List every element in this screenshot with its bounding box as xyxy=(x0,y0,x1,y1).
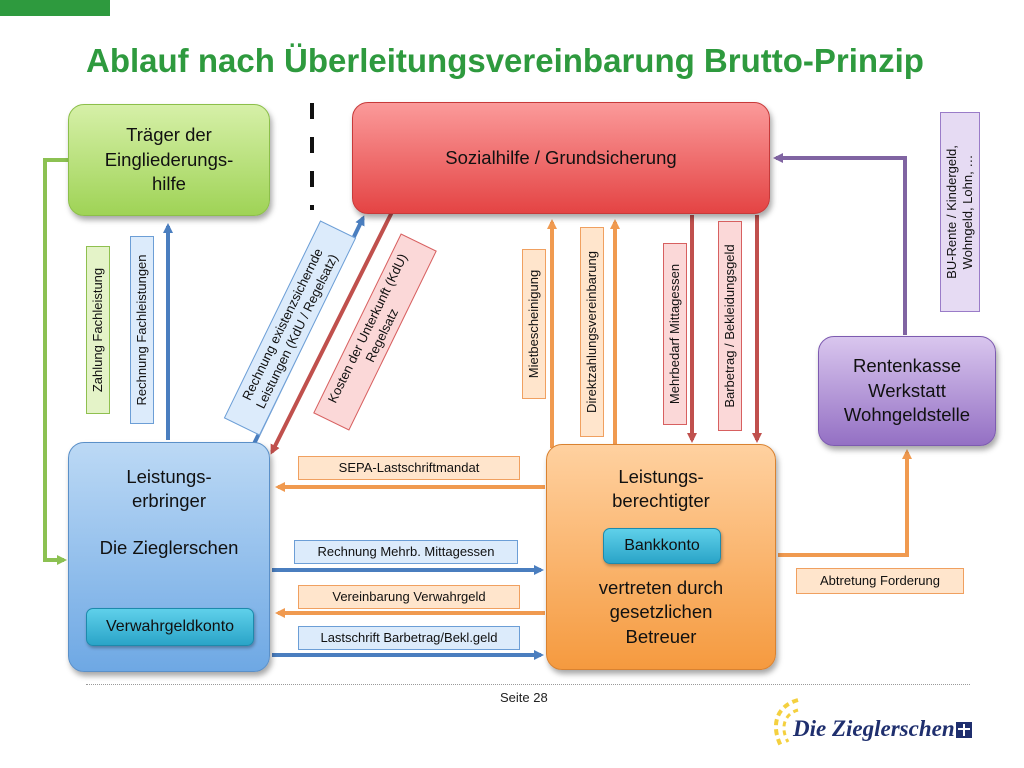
box-traeger-eingliederungshilfe: Träger der Eingliederungs- hilfe xyxy=(68,104,270,216)
box-rentenkasse: Rentenkasse Werkstatt Wohngeldstelle xyxy=(818,336,996,446)
label-bu-rente: BU-Rente / Kindergeld, Wohngeld, Lohn, … xyxy=(940,112,980,312)
arrow-zahlung-fachleistung xyxy=(43,158,68,565)
arrow-bu-rente xyxy=(773,153,907,335)
label-mietbescheinigung: Mietbescheinigung xyxy=(522,249,546,399)
label-rechnung-fachleistungen: Rechnung Fachleistungen xyxy=(130,236,154,424)
label-lastschrift: Lastschrift Barbetrag/Bekl.geld xyxy=(298,626,520,650)
logo-text: Die Zieglerschen xyxy=(793,716,955,741)
label-mehrbedarf: Mehrbedarf Mittagessen xyxy=(663,243,687,425)
label-barbetrag: Barbetrag / Bekleidungsgeld xyxy=(718,221,742,431)
label-sepa: SEPA-Lastschriftmandat xyxy=(298,456,520,480)
verwahrgeldkonto-badge: Verwahrgeldkonto xyxy=(86,608,254,646)
label-rechnung-mehrb: Rechnung Mehrb. Mittagessen xyxy=(294,540,518,564)
arrow-abtretung xyxy=(778,449,912,557)
corner-accent-bar xyxy=(0,0,110,16)
page-number: Seite 28 xyxy=(500,690,548,705)
bankkonto-badge: Bankkonto xyxy=(603,528,721,564)
slide-title: Ablauf nach Überleitungsvereinbarung Bru… xyxy=(86,42,924,79)
zieglerschen-logo: Die Zieglerschen xyxy=(768,696,978,752)
label-zahlung-fachleistung: Zahlung Fachleistung xyxy=(86,246,110,414)
label-direktzahlung: Direktzahlungsvereinbarung xyxy=(580,227,604,437)
footer-divider xyxy=(86,684,970,685)
arrow-kosten-unterkunft xyxy=(270,211,394,455)
cross-icon xyxy=(956,722,972,738)
label-vereinbarung-verwahrgeld: Vereinbarung Verwahrgeld xyxy=(298,585,520,609)
box-sozialhilfe-grundsicherung: Sozialhilfe / Grundsicherung xyxy=(352,102,770,214)
label-abtretung: Abtretung Forderung xyxy=(796,568,964,594)
sun-icon xyxy=(773,698,799,749)
